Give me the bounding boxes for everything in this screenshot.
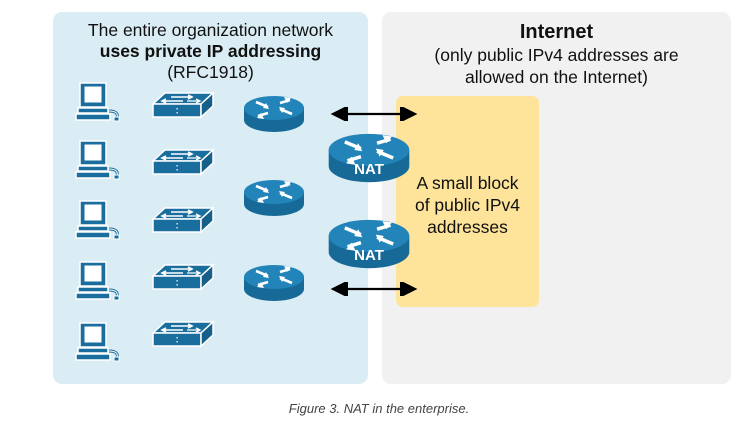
computer-icon: [74, 261, 126, 301]
nat-router-2: NAT: [326, 217, 412, 271]
public-block-line2: of public IPv4: [414, 195, 521, 215]
nat-label: NAT: [354, 161, 384, 178]
private-title-line1: The entire organization network: [87, 20, 334, 40]
nat-label: NAT: [354, 247, 384, 264]
router-icon: [242, 178, 306, 218]
switch-icon: [151, 91, 215, 119]
private-title-line2: uses private IP addressing: [99, 41, 322, 61]
private-title-line3: (RFC1918): [167, 62, 254, 82]
computer-icon: [74, 140, 126, 180]
internet-title: Internet (only public IPv4 addresses are…: [382, 20, 731, 88]
double-arrow-icon: [330, 107, 418, 121]
internet-subtitle-line1: (only public IPv4 addresses are: [434, 45, 679, 65]
public-block-line3: addresses: [427, 217, 508, 237]
public-block-label: A small block of public IPv4 addresses: [396, 172, 539, 238]
private-network-title: The entire organization network uses pri…: [53, 20, 368, 83]
internet-subtitle-line2: allowed on the Internet): [465, 67, 648, 87]
public-address-block: [396, 96, 539, 307]
computer-icon: [74, 200, 126, 240]
internet-heading: Internet: [519, 21, 594, 43]
switch-icon: [151, 263, 215, 291]
computer-icon: [74, 322, 126, 362]
router-icon: [242, 94, 306, 134]
nat-router-1: NAT: [326, 131, 412, 185]
computer-icon: [74, 82, 126, 122]
switch-icon: [151, 206, 215, 234]
figure-caption: Figure 3. NAT in the enterprise.: [288, 401, 470, 416]
double-arrow-icon: [330, 282, 418, 296]
switch-icon: [151, 320, 215, 348]
router-icon: [242, 263, 306, 303]
switch-icon: [151, 148, 215, 176]
public-block-line1: A small block: [416, 173, 519, 193]
